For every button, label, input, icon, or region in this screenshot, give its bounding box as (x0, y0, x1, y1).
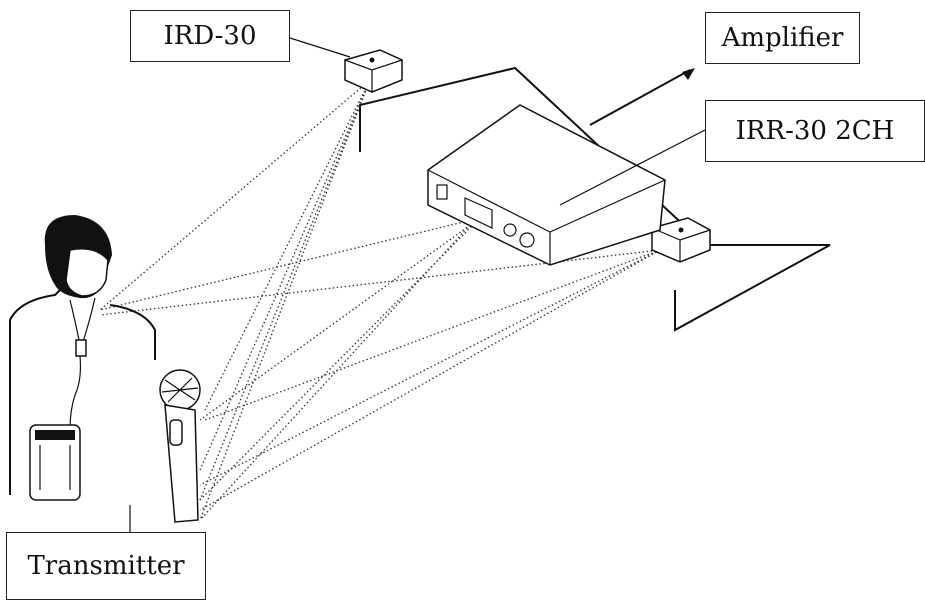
ird-30-sensor (344, 49, 403, 93)
ir-sensor-2 (651, 217, 711, 263)
irr-leader-line (559, 129, 706, 206)
amplifier-label: Amplifier (705, 12, 860, 64)
irr-30-2ch-label: IRR-30 2CH (705, 100, 925, 162)
irr-30-receiver (427, 104, 666, 266)
ird-30-label: IRD-30 (130, 10, 290, 62)
ird-leader-line (289, 37, 351, 58)
handheld-microphone (159, 369, 201, 523)
infrared-rays (99, 79, 661, 521)
person-figure (9, 215, 156, 532)
transmitter-label: Transmitter (6, 532, 206, 600)
